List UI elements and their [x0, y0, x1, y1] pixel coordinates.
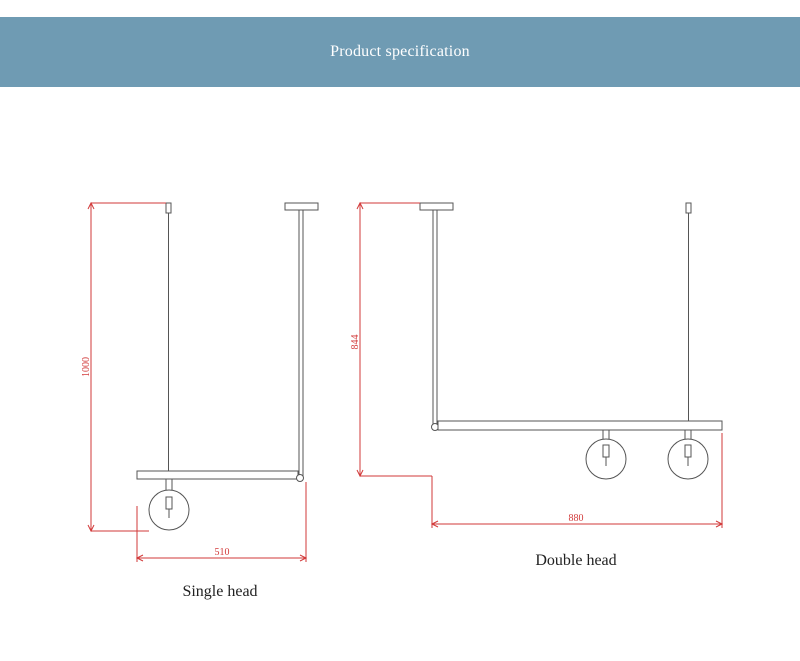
- single-width-label: 510: [215, 547, 230, 558]
- double-head-dimensions: [356, 201, 724, 528]
- single-head-caption: Single head: [182, 583, 257, 600]
- ceiling-cap-double: [685, 202, 692, 214]
- double-head-drawing: [419, 202, 723, 480]
- ceiling-plate: [284, 202, 319, 211]
- height-arrow-top-double: [356, 201, 364, 210]
- ceiling-plate-double: [419, 202, 454, 211]
- height-arrow-bottom: [87, 524, 95, 533]
- width-arrow-right: [299, 554, 308, 562]
- bulb-2: [684, 444, 692, 458]
- horizontal-bar: [136, 470, 299, 480]
- height-arrow-bottom-double: [356, 469, 364, 478]
- joint: [296, 474, 304, 482]
- header-banner: Product specification: [0, 17, 800, 87]
- width-arrow-right-double: [715, 520, 724, 528]
- joint-double: [431, 423, 439, 431]
- support-rod-double: [432, 209, 438, 429]
- single-height-label: 1000: [81, 357, 92, 377]
- width-arrow-left: [135, 554, 144, 562]
- horizontal-bar-double: [437, 420, 723, 431]
- width-arrow-left-double: [430, 520, 439, 528]
- single-head-dimensions: [87, 201, 308, 562]
- double-head-caption: Double head: [535, 552, 616, 569]
- double-height-label: 844: [350, 335, 361, 350]
- bulb: [165, 496, 173, 510]
- ceiling-cap: [165, 202, 172, 214]
- bulb-1: [602, 444, 610, 458]
- single-head-drawing: [136, 202, 319, 531]
- lamp-socket: [165, 478, 173, 492]
- double-width-label: 880: [569, 513, 584, 524]
- page-title: Product specification: [330, 43, 470, 60]
- support-rod: [298, 209, 304, 479]
- height-arrow-top: [87, 201, 95, 210]
